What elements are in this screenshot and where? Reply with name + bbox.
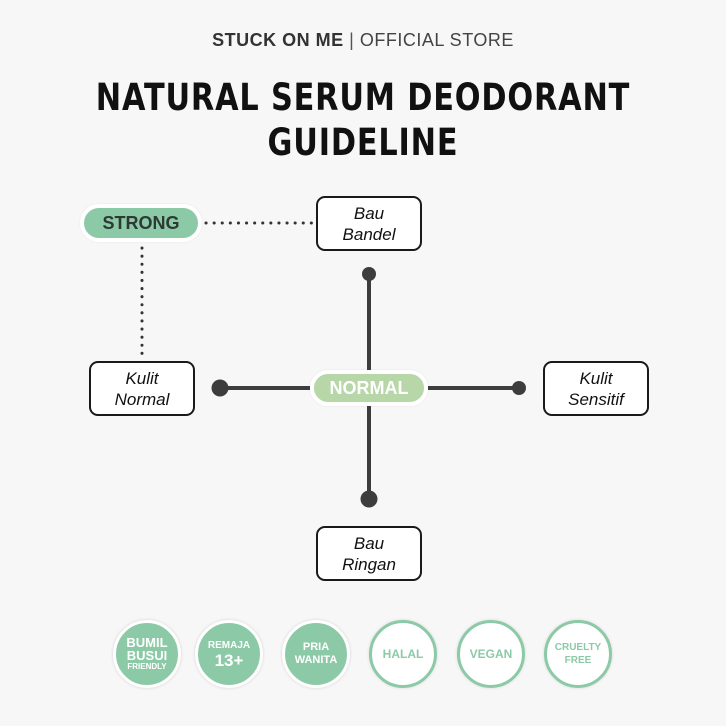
badge-pria-wanita: PRIA WANITA xyxy=(282,620,350,688)
box-line: Bau xyxy=(353,533,385,553)
box-kulit-normal: Kulit Normal xyxy=(89,361,195,416)
badge-remaja: REMAJA 13+ xyxy=(195,620,263,688)
badge-text: BUMIL xyxy=(126,635,168,650)
page-title-line1: NATURAL SERUM DEODORANT xyxy=(95,76,631,119)
box-line: Normal xyxy=(114,389,170,409)
brand-header: STUCK ON ME | OFFICIAL STORE xyxy=(0,30,726,51)
box-bau-bandel: Bau Bandel xyxy=(316,196,422,251)
brand-separator: | xyxy=(349,30,355,50)
badge-text: BUSUI xyxy=(126,648,168,663)
badge-text: PRIA xyxy=(302,641,330,653)
brand-name: STUCK ON ME xyxy=(212,30,344,50)
badge-text: HALAL xyxy=(382,646,424,661)
axis-endpoint-left xyxy=(211,379,229,397)
strong-label: STRONG xyxy=(80,204,202,242)
axis-endpoint-top xyxy=(362,267,376,281)
page-title-line2: GUIDELINE xyxy=(267,121,459,164)
brand-suffix: OFFICIAL STORE xyxy=(359,30,514,50)
badge-text: FRIENDLY xyxy=(127,662,167,671)
axis-endpoint-right xyxy=(512,381,526,395)
box-kulit-sensitif: Kulit Sensitif xyxy=(543,361,649,416)
box-bau-ringan: Bau Ringan xyxy=(316,526,422,581)
normal-label: NORMAL xyxy=(310,370,428,406)
badge-halal: HALAL xyxy=(369,620,437,688)
axis-endpoint-bottom xyxy=(360,490,378,508)
box-line: Bau xyxy=(353,203,385,223)
badge-text: WANITA xyxy=(294,654,338,666)
badge-text: FREE xyxy=(564,655,592,666)
badge-vegan: VEGAN xyxy=(457,620,525,688)
box-line: Ringan xyxy=(342,554,396,574)
badge-text: 13+ xyxy=(214,650,244,670)
badge-bumil-busui: BUMIL BUSUI FRIENDLY xyxy=(113,620,181,688)
box-line: Bandel xyxy=(342,224,396,244)
box-line: Sensitif xyxy=(568,389,624,409)
badge-text: VEGAN xyxy=(469,646,513,661)
badge-cruelty-free: CRUELTY FREE xyxy=(544,620,612,688)
badge-text: REMAJA xyxy=(207,639,251,651)
badge-text: CRUELTY xyxy=(554,642,602,653)
box-line: Kulit xyxy=(579,368,613,388)
box-line: Kulit xyxy=(125,368,159,388)
